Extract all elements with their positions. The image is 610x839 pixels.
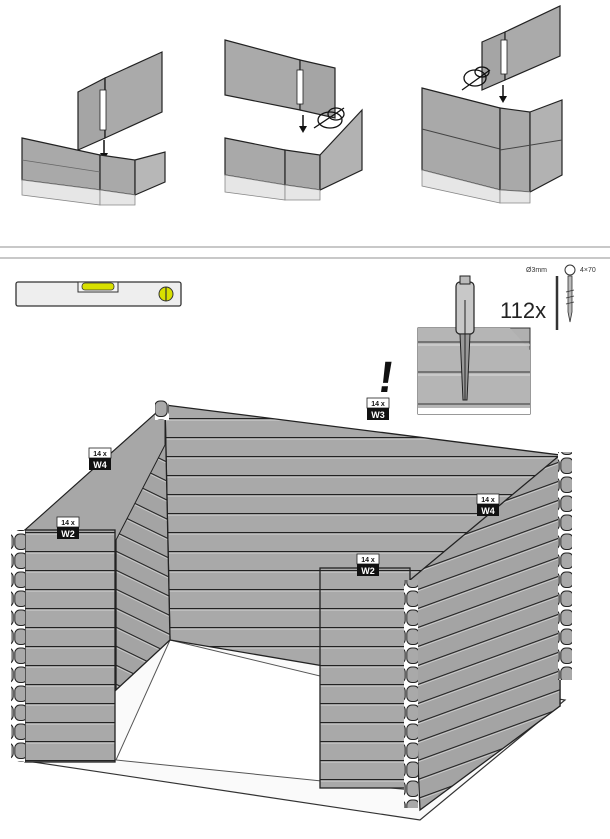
warning-symbol: ! [376,353,398,402]
step-1-illustration [21,51,166,206]
front-left-panel [24,529,116,763]
warning-mark: ! [376,353,398,402]
corner-logs-back-left [155,400,169,420]
svg-text:14 x: 14 x [61,520,75,527]
step-3-illustration [421,5,563,204]
screw-icon [555,264,576,330]
svg-text:W3: W3 [371,410,385,420]
plank-label-left-side: 14 x W4 [88,447,112,470]
svg-text:W4: W4 [481,506,495,516]
svg-text:14 x: 14 x [481,497,495,504]
plank-label-front-left: 14 x W2 [56,516,80,539]
svg-text:W4: W4 [93,460,107,470]
front-right-panel [319,567,411,789]
svg-text:14 x: 14 x [371,401,385,408]
clamp-icon [461,66,491,91]
screw-size: 4×70 [580,267,596,274]
clamp-icon [313,107,345,129]
corner-logs-front-left [11,530,25,762]
shed-assembly [11,400,572,821]
step-2-illustration [224,39,363,201]
arrow-down-icon [299,115,307,133]
plank-label-back: 14 x W3 [366,397,390,420]
svg-text:14 x: 14 x [93,451,107,458]
screw-quantity: 112x [500,298,546,323]
plank-label-right-side: 14 x W4 [476,493,500,516]
svg-text:14 x: 14 x [361,557,375,564]
svg-text:W2: W2 [361,566,375,576]
screw-detail-panel [417,327,531,415]
arrow-down-icon [499,85,507,103]
drill-diameter: Ø3mm [526,267,547,274]
corner-logs-front-right [404,580,418,808]
drill-icon [455,275,475,401]
spirit-level-icon [15,281,182,307]
svg-text:W2: W2 [61,529,75,539]
plank-label-front-right: 14 x W2 [356,553,380,576]
corner-logs-back-right [558,452,572,680]
